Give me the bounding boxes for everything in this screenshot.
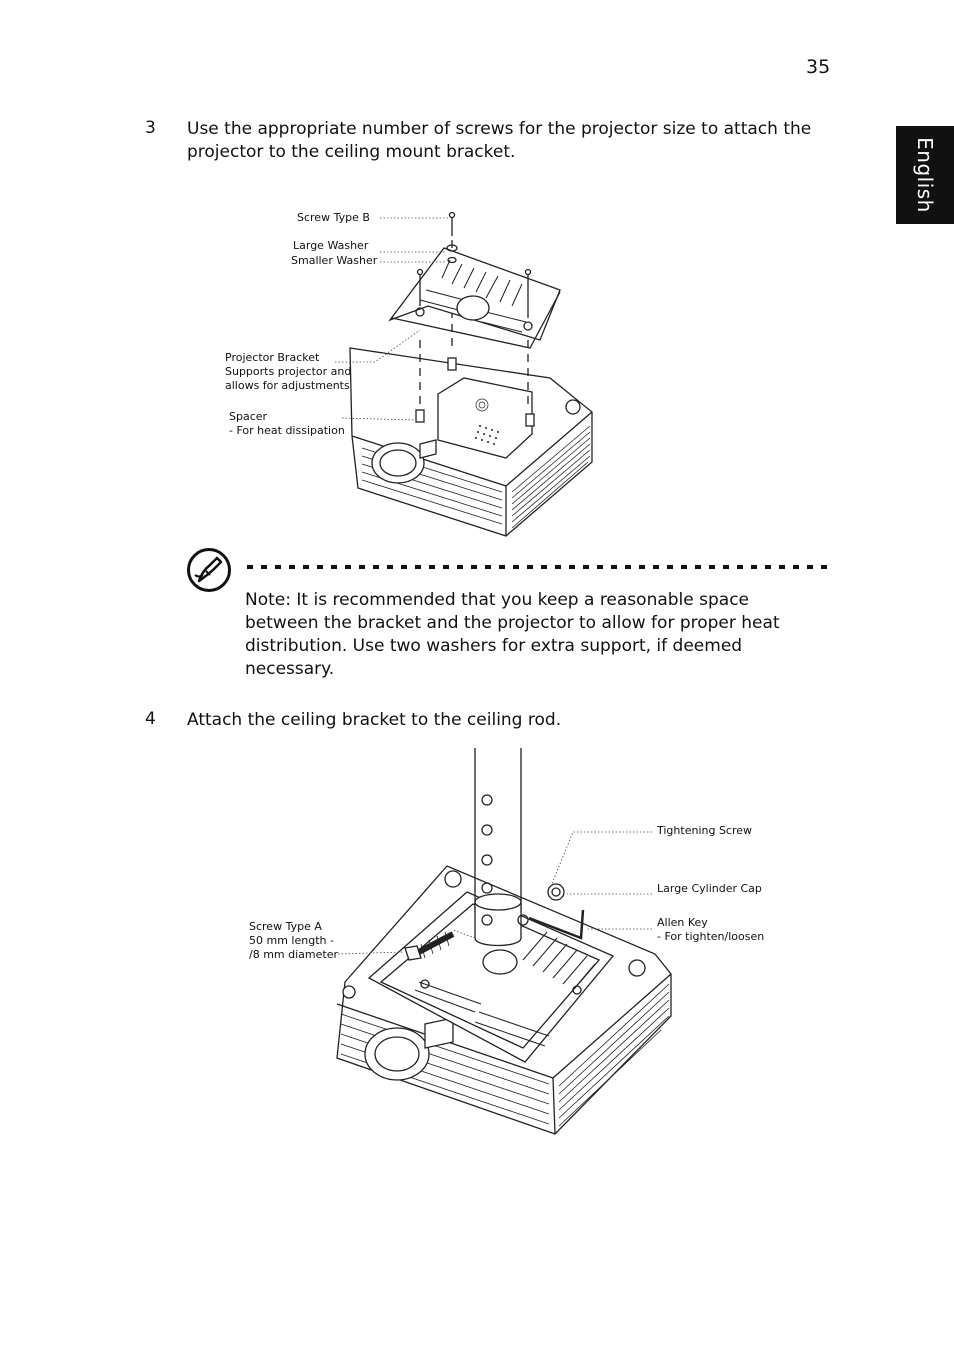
callout-large-cylinder-cap: Large Cylinder Cap [657, 882, 762, 895]
callout-projector-bracket-line3: allows for adjustments [225, 379, 350, 392]
language-tab: English [896, 126, 954, 224]
callout-screw-type-a-line3: /8 mm diameter [249, 948, 338, 961]
note-body: It is recommended that you keep a reason… [245, 590, 780, 679]
callout-spacer-title: Spacer [229, 410, 268, 423]
callout-screw-type-a-line2: 50 mm length - [249, 934, 334, 947]
figure-ceiling-rod [336, 748, 672, 1135]
callout-screw-type-b: Screw Type B [297, 211, 370, 224]
note-label: Note: [245, 590, 291, 610]
callout-large-washer: Large Washer [293, 239, 369, 252]
step-4-number: 4 [145, 709, 156, 729]
callout-tightening-screw: Tightening Screw [657, 824, 753, 837]
step-3-text: Use the appropriate number of screws for… [187, 119, 812, 162]
callout-allen-key-title: Allen Key [657, 916, 708, 929]
note-pen-icon [187, 548, 231, 592]
page-number: 35 [806, 56, 831, 78]
language-tab-label: English [913, 137, 937, 213]
figure-projector-bracket [335, 211, 593, 537]
note-divider [247, 565, 831, 569]
callout-smaller-washer: Smaller Washer [291, 254, 378, 267]
step-4-text: Attach the ceiling bracket to the ceilin… [187, 710, 562, 730]
callout-allen-key-line2: - For tighten/loosen [657, 930, 765, 943]
note-paragraph: Note: It is recommended that you keep a … [245, 589, 815, 681]
callout-projector-bracket-title: Projector Bracket [225, 351, 320, 364]
step-3-number: 3 [145, 118, 156, 138]
callout-spacer-line2: - For heat dissipation [229, 424, 345, 437]
callout-projector-bracket-line2: Supports projector and [225, 365, 352, 378]
callout-screw-type-a-title: Screw Type A [249, 920, 322, 933]
